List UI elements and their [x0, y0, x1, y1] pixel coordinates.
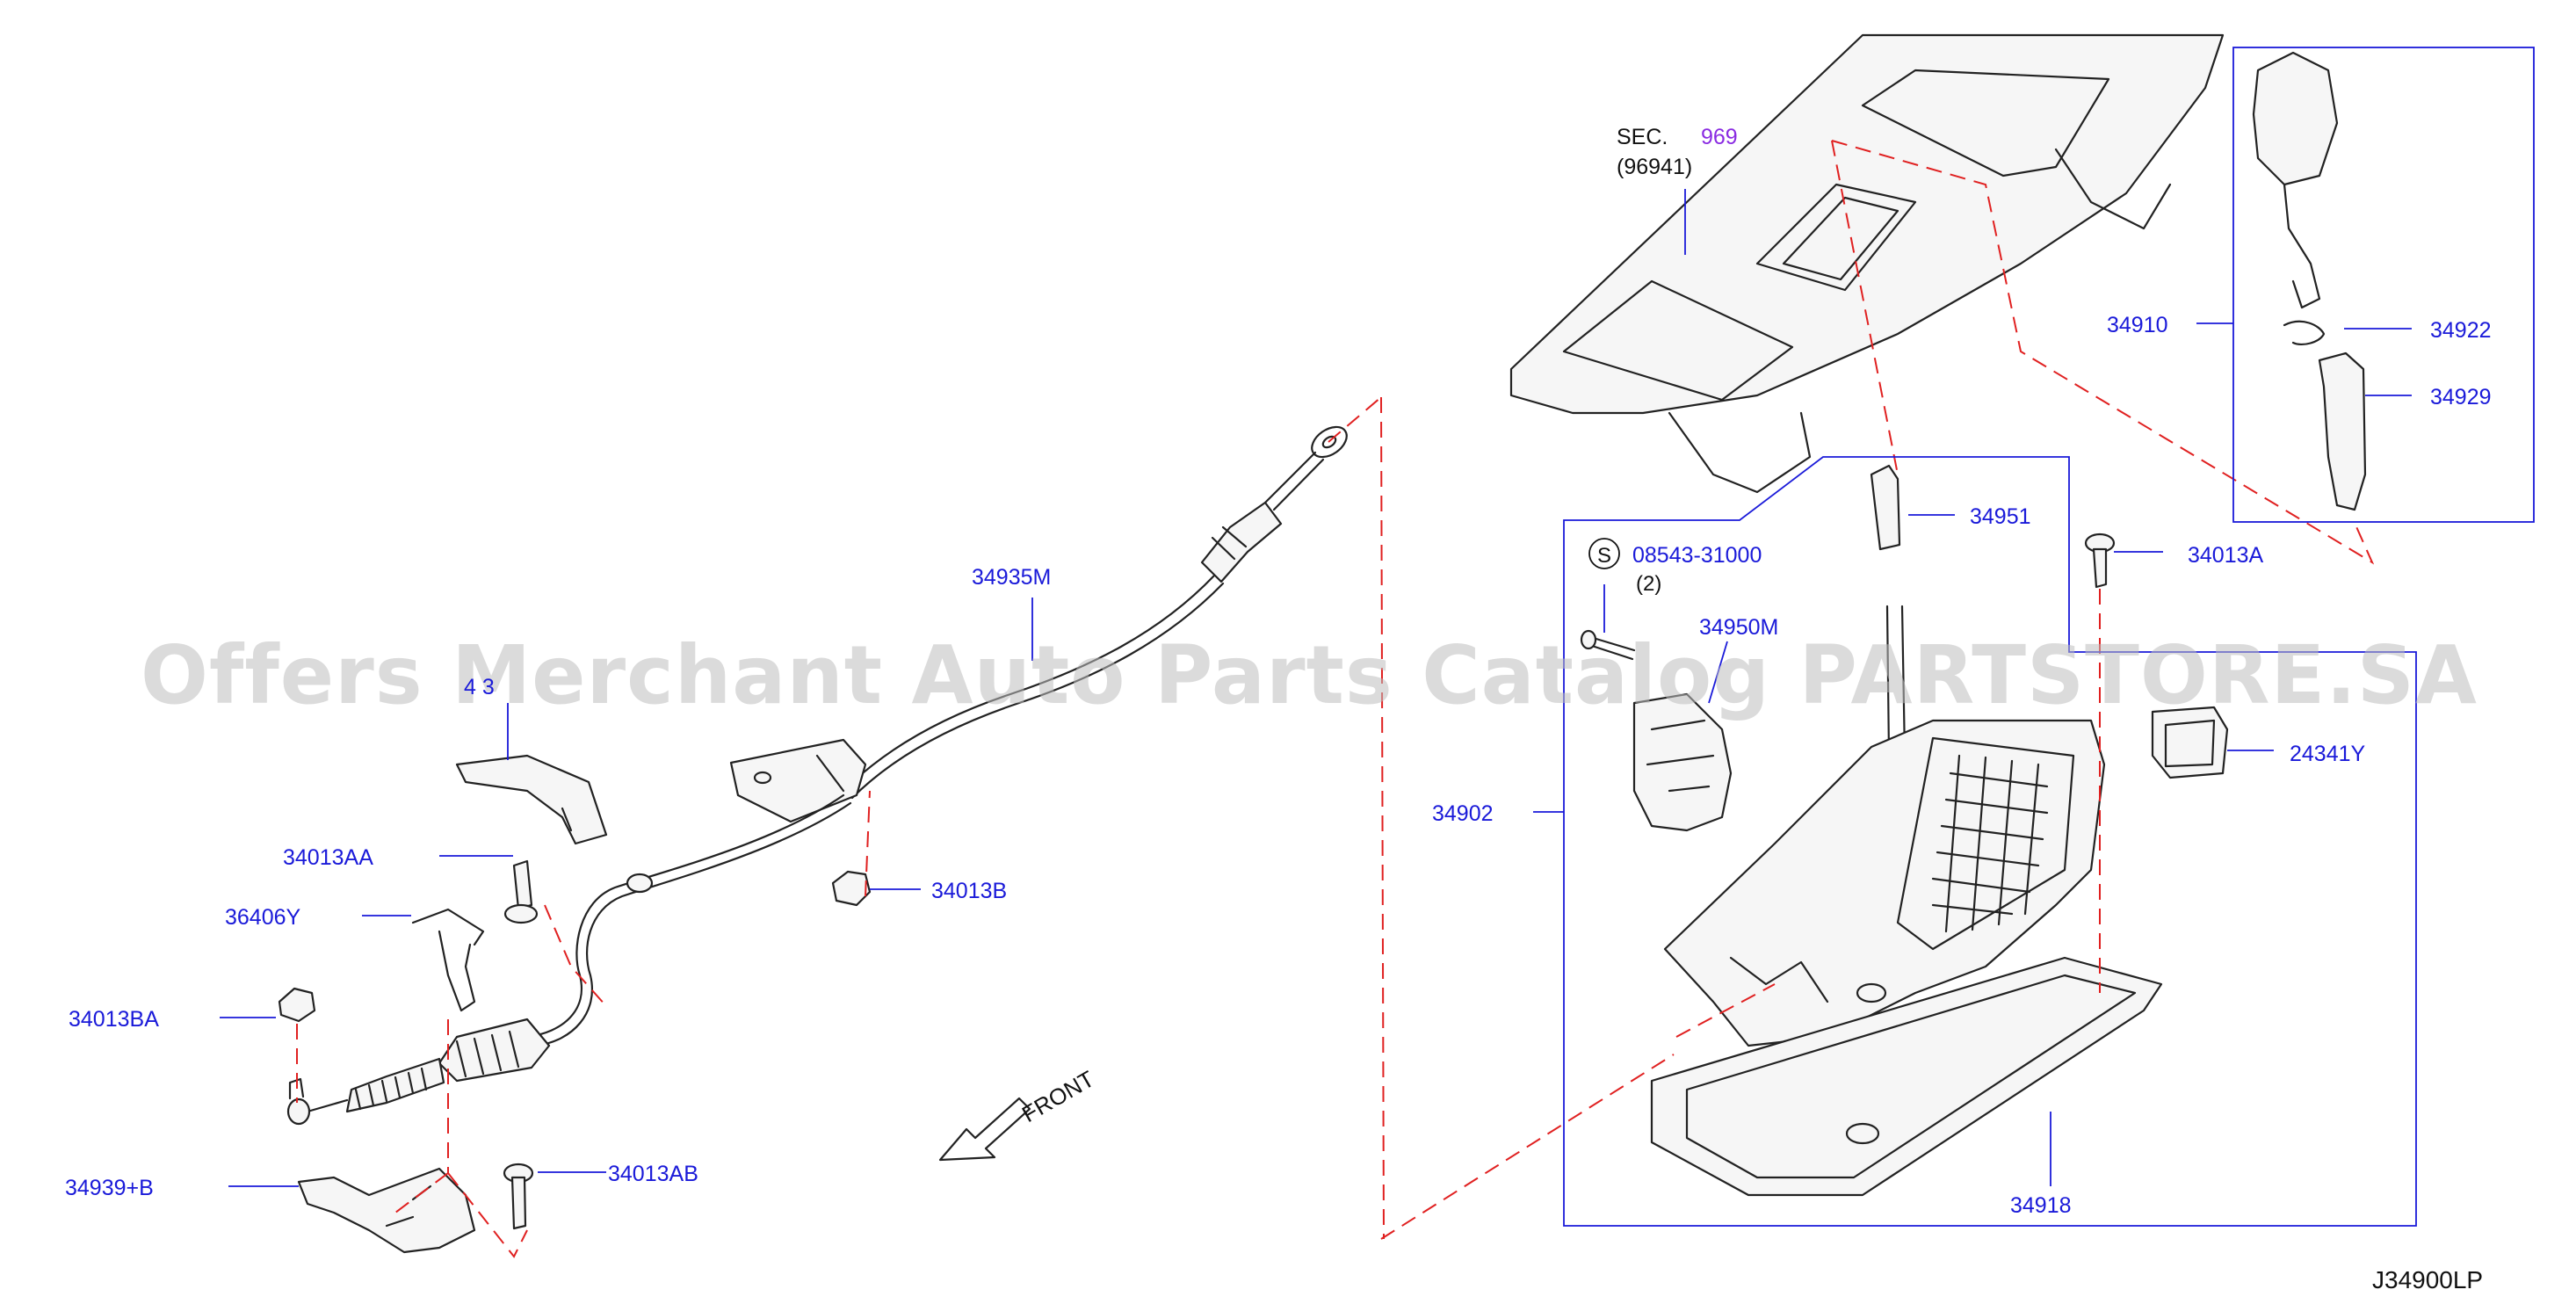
label-34013AA[interactable]: 34013AA	[283, 845, 373, 870]
watermark-text: Offers Merchant Auto Parts Catalog PARTS…	[141, 628, 2478, 722]
frame-34902	[1563, 456, 2417, 1227]
label-08543-31000[interactable]: 08543-31000	[1632, 543, 1762, 568]
section-ref-sub: (96941)	[1617, 155, 1692, 179]
section-ref-number[interactable]: 969	[1701, 125, 1738, 149]
label-34929[interactable]: 34929	[2430, 385, 2492, 409]
front-arrow	[938, 1097, 1031, 1162]
shift-cable-assembly	[278, 425, 1348, 1254]
label-34950M[interactable]: 34950M	[1699, 615, 1778, 640]
leader-lines	[220, 189, 2412, 1187]
label-34013BA[interactable]: 34013BA	[69, 1007, 159, 1032]
label-34922[interactable]: 34922	[2430, 318, 2492, 343]
dashed-guides	[296, 140, 2375, 1258]
shifter-housing	[1580, 464, 2229, 1197]
frame-34910	[2232, 47, 2535, 523]
label-4x39[interactable]: 4 3	[464, 675, 495, 699]
label-34918[interactable]: 34918	[2010, 1193, 2072, 1218]
label-34013AB[interactable]: 34013AB	[608, 1162, 698, 1186]
label-34902[interactable]: 34902	[1432, 801, 1494, 826]
label-24341Y[interactable]: 24341Y	[2290, 742, 2366, 766]
label-34013A[interactable]: 34013A	[2188, 543, 2264, 568]
label-34910[interactable]: 34910	[2107, 313, 2168, 337]
label-34013B[interactable]: 34013B	[931, 879, 1007, 903]
label-34951[interactable]: 34951	[1970, 504, 2031, 529]
shift-knob	[2252, 51, 2367, 511]
label-08543-qty: (2)	[1636, 572, 1661, 596]
label-34939B[interactable]: 34939+B	[65, 1176, 154, 1200]
front-label: FRONT	[1017, 1065, 1099, 1127]
label-36406Y[interactable]: 36406Y	[225, 905, 301, 930]
label-34935M[interactable]: 34935M	[972, 565, 1051, 590]
section-ref-prefix: SEC.	[1617, 125, 1668, 149]
symbol-s: S	[1597, 544, 1611, 568]
console-finisher	[1509, 33, 2225, 494]
drawing-code: J34900LP	[2372, 1266, 2483, 1293]
symbol-s-circle	[1588, 538, 1620, 569]
